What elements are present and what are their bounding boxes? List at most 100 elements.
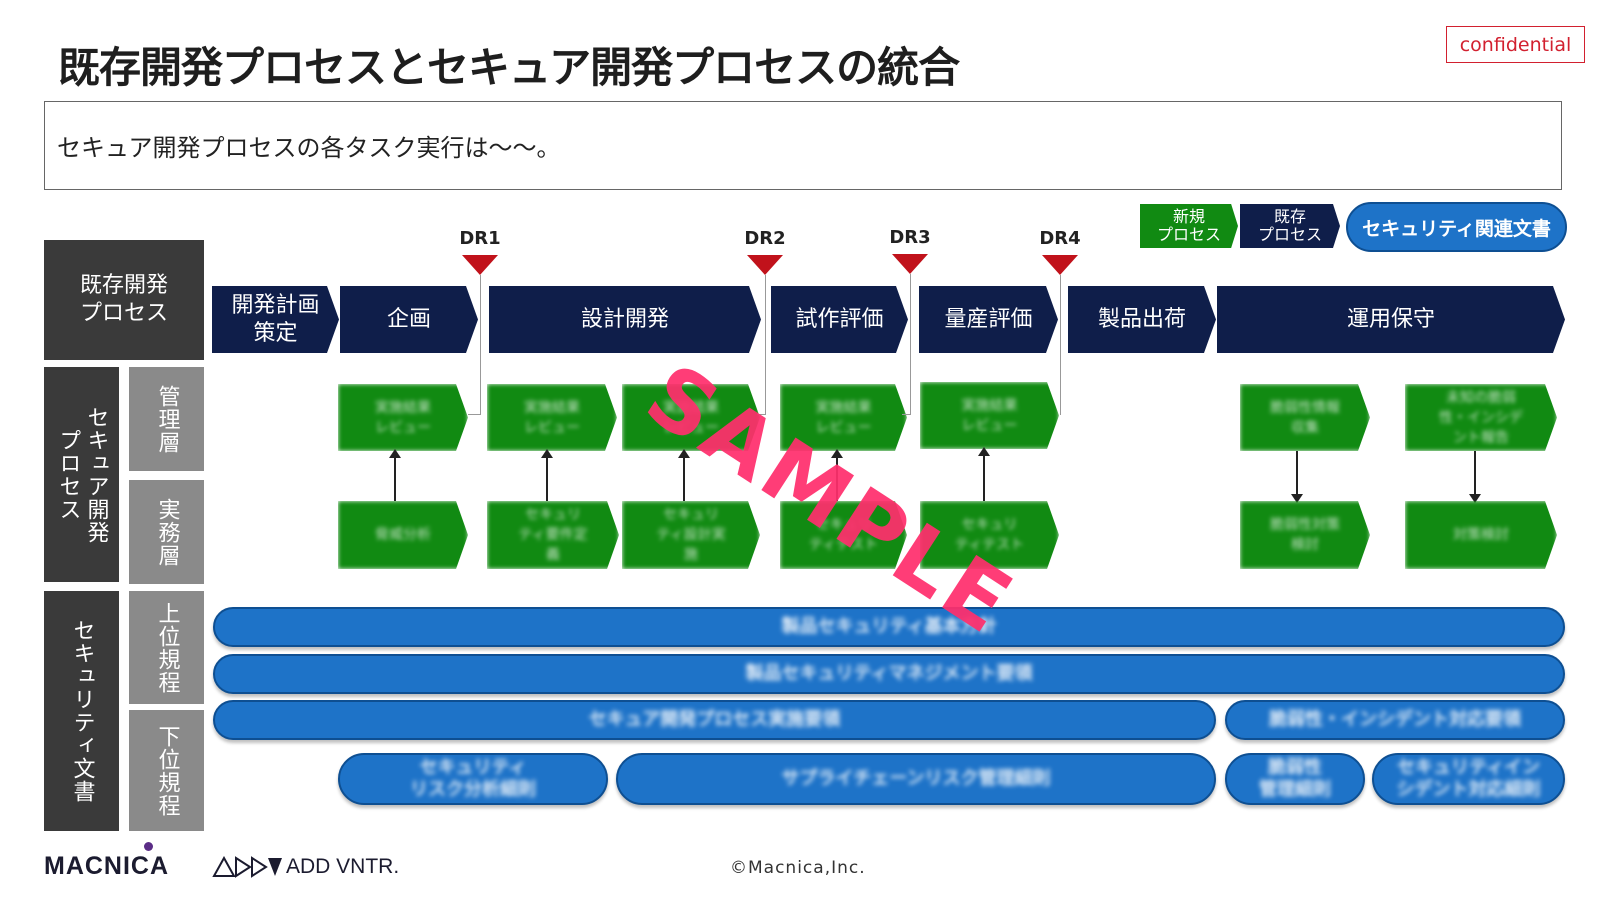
arrow-up-icon bbox=[678, 449, 690, 501]
arrow-down-icon bbox=[1291, 451, 1303, 503]
task-label: 脆弱性情報 収集 bbox=[1270, 399, 1340, 436]
practice-task: セキュリ ティ設計実 施 bbox=[622, 501, 760, 569]
arrow-up-icon bbox=[541, 449, 553, 501]
task-label: 脆弱性対策 検討 bbox=[1270, 517, 1340, 553]
management-task: 実施結果 レビュー bbox=[920, 382, 1059, 449]
row-label-lower: 下位規程 bbox=[129, 710, 204, 831]
practice-task: セキュリ ティ要件定 義 bbox=[487, 501, 619, 569]
dr1-marker-icon bbox=[462, 255, 498, 275]
doc-pill: 製品セキュリティ基本方針 bbox=[213, 607, 1565, 647]
row-label-upper: 上位規程 bbox=[129, 591, 204, 704]
row-label-management: 管理層 bbox=[129, 367, 204, 471]
dr1-line bbox=[480, 275, 481, 415]
practice-task: 脆弱性対策 検討 bbox=[1240, 501, 1370, 569]
dr2-marker-icon bbox=[747, 255, 783, 275]
connector-line bbox=[902, 414, 911, 415]
row-label-management-text: 管理層 bbox=[154, 384, 180, 454]
task-label: 実施結果 レビュー bbox=[815, 399, 872, 436]
dr2-label: DR2 bbox=[744, 228, 786, 249]
task-label: 対策検討 bbox=[1453, 527, 1509, 543]
dr1-label: DR1 bbox=[459, 228, 501, 249]
add-vntr-triangles-icon bbox=[212, 855, 284, 882]
doc-pill-label: サプライチェーンリスク管理細則 bbox=[781, 768, 1051, 789]
process-step-mass-production: 量産評価 bbox=[919, 286, 1058, 353]
task-label: 脅威分析 bbox=[375, 527, 431, 543]
process-step-label: 企画 bbox=[386, 306, 431, 332]
brand-name: ADD VNTR. bbox=[286, 855, 400, 878]
legend-new-label: 新規 プロセス bbox=[1156, 207, 1221, 244]
management-task: 実施結果 レビュー bbox=[338, 384, 468, 451]
doc-pill: セキュリティイン シデント対応細則 bbox=[1372, 753, 1565, 805]
company-logo: MACNICA bbox=[44, 852, 170, 880]
doc-pill: 製品セキュリティマネジメント要領 bbox=[213, 654, 1565, 694]
dr4-marker-icon bbox=[1042, 255, 1078, 275]
process-step-shipping: 製品出荷 bbox=[1068, 286, 1216, 353]
doc-pill: 脆弱性 管理細則 bbox=[1225, 753, 1365, 805]
doc-pill-label: 製品セキュリティマネジメント要領 bbox=[745, 663, 1033, 684]
dr4-label: DR4 bbox=[1039, 228, 1081, 249]
connector-line bbox=[468, 414, 481, 415]
legend-new-process: 新規 プロセス bbox=[1140, 204, 1238, 248]
task-label: 実施結果 レビュー bbox=[375, 399, 431, 436]
process-step-operation: 運用保守 bbox=[1217, 286, 1565, 353]
row-label-lower-text: 下位規程 bbox=[154, 724, 180, 817]
row-label-security-docs-text: セキュリティ文書 bbox=[69, 619, 95, 803]
process-step-label: 開発計画 策定 bbox=[231, 292, 320, 346]
doc-pill-label: セキュア開発プロセス実施要領 bbox=[588, 709, 841, 730]
doc-pill: セキュリティ リスク分析細則 bbox=[338, 753, 608, 805]
confidential-badge: confidential bbox=[1446, 26, 1585, 63]
practice-task: 脅威分析 bbox=[338, 501, 468, 569]
copyright: ©Macnica,Inc. bbox=[730, 858, 866, 878]
practice-task: セキュリ ティテスト bbox=[780, 501, 907, 569]
task-label: セキュリ ティ要件定 義 bbox=[518, 507, 588, 563]
row-label-existing-text: 既存開発 プロセス bbox=[79, 273, 168, 326]
doc-pill-label: 製品セキュリティ基本方針 bbox=[781, 616, 997, 637]
arrow-down-icon bbox=[1469, 451, 1481, 503]
dr2-line bbox=[765, 275, 766, 415]
row-label-secure: セキュア開発 プロセス bbox=[44, 367, 119, 582]
dr3-line bbox=[910, 274, 911, 415]
process-step-label: 運用保守 bbox=[1346, 306, 1435, 332]
row-label-secure-text: セキュア開発 プロセス bbox=[55, 405, 109, 544]
task-label: 実施結果 レビュー bbox=[524, 399, 580, 436]
practice-task: セキュリ ティテスト bbox=[920, 501, 1059, 569]
arrow-up-icon bbox=[978, 447, 990, 501]
process-step-label: 製品出荷 bbox=[1097, 306, 1186, 332]
page-title: 既存開発プロセスとセキュア開発プロセスの統合 bbox=[58, 43, 960, 92]
description-box: セキュア開発プロセスの各タスク実行は〜〜。 bbox=[44, 101, 1562, 190]
management-task: 実施結果 レビュー bbox=[487, 384, 617, 451]
process-step-planning: 企画 bbox=[340, 286, 478, 353]
row-label-existing: 既存開発 プロセス bbox=[44, 240, 204, 360]
management-task: 未知の脆弱 性・インシデ ント報告 bbox=[1405, 384, 1557, 451]
task-label: 実施結果 レビュー bbox=[663, 399, 719, 436]
process-step-label: 量産評価 bbox=[944, 306, 1033, 332]
doc-pill-label: セキュリティ リスク分析細則 bbox=[410, 757, 536, 800]
arrow-up-icon bbox=[831, 449, 843, 501]
task-label: セキュリ ティ設計実 施 bbox=[656, 507, 726, 563]
practice-task: 対策検討 bbox=[1405, 501, 1557, 569]
task-label: セキュリ ティテスト bbox=[954, 517, 1025, 553]
arrow-up-icon bbox=[389, 449, 401, 501]
doc-pill: 脆弱性・インシデント対応要領 bbox=[1225, 700, 1565, 740]
connector-line bbox=[757, 414, 766, 415]
task-label: セキュリ ティテスト bbox=[808, 517, 879, 553]
dr4-line bbox=[1060, 275, 1061, 415]
management-task: 脆弱性情報 収集 bbox=[1240, 384, 1370, 451]
process-step-label: 設計開発 bbox=[580, 306, 669, 332]
row-label-security-docs: セキュリティ文書 bbox=[44, 591, 119, 831]
doc-pill-label: 脆弱性・インシデント対応要領 bbox=[1269, 709, 1521, 730]
doc-pill-label: セキュリティイン シデント対応細則 bbox=[1396, 757, 1541, 800]
legend-existing-process: 既存 プロセス bbox=[1240, 204, 1340, 248]
task-label: 未知の脆弱 性・インシデ ント報告 bbox=[1439, 389, 1523, 446]
process-step-plan: 開発計画 策定 bbox=[212, 286, 339, 353]
doc-pill: セキュア開発プロセス実施要領 bbox=[213, 700, 1216, 740]
row-label-practice: 実務層 bbox=[129, 480, 204, 584]
doc-pill-label: 脆弱性 管理細則 bbox=[1259, 757, 1331, 800]
process-step-design: 設計開発 bbox=[489, 286, 761, 353]
process-step-label: 試作評価 bbox=[795, 306, 884, 332]
legend-existing-label: 既存 プロセス bbox=[1257, 207, 1322, 244]
row-label-practice-text: 実務層 bbox=[154, 497, 180, 567]
doc-pill: サプライチェーンリスク管理細則 bbox=[616, 753, 1216, 805]
row-label-upper-text: 上位規程 bbox=[154, 601, 180, 694]
dr3-label: DR3 bbox=[889, 227, 931, 248]
